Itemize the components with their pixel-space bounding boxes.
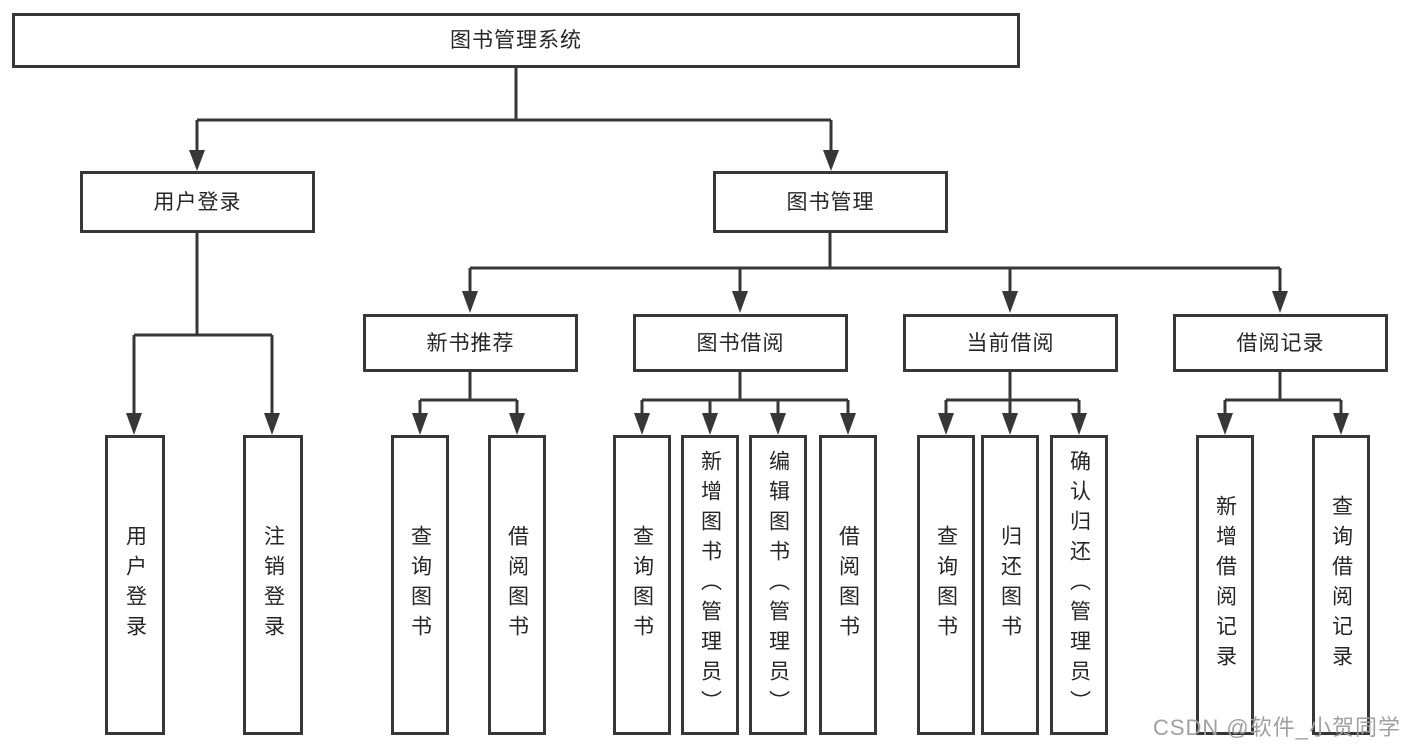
arrowhead [1071,413,1087,435]
arrowhead [1002,413,1018,435]
arrowhead [264,413,280,435]
arrowhead [1217,413,1233,435]
arrowhead [702,413,718,435]
arrowhead [732,291,748,313]
connector-root-to-level2 [189,68,839,171]
leaf-search-books-current: 查询图书 [917,435,975,735]
connector-book-borrowing-children [634,372,856,435]
watermark-text: CSDN @软件_小贺同学 [1152,715,1401,740]
connector-borrowing-records-children [1217,372,1349,435]
arrowhead [126,413,142,435]
arrowhead [823,150,839,171]
arrowhead [634,413,650,435]
leaf-search-books-recommend: 查询图书 [391,435,449,735]
arrowhead [462,291,478,313]
node-current-borrowing: 当前借阅 [903,314,1118,372]
leaf-search-borrow-record: 查询借阅记录 [1312,435,1370,735]
leaf-borrow-books-recommend: 借阅图书 [488,435,546,735]
arrowhead [770,413,786,435]
leaf-search-books-borrowing: 查询图书 [613,435,671,735]
node-new-book-recommendation: 新书推荐 [363,314,578,372]
leaf-add-book-admin: 新增图书（管理员） [681,435,739,735]
node-book-management: 图书管理 [713,171,948,233]
leaf-logout: 注销登录 [243,435,303,735]
leaf-add-borrow-record: 新增借阅记录 [1196,435,1254,735]
arrowhead [938,413,954,435]
arrowhead [509,413,525,435]
node-borrowing-records: 借阅记录 [1173,314,1388,372]
arrowhead [412,413,428,435]
leaf-confirm-return-admin: 确认归还（管理员） [1050,435,1108,735]
arrowhead [1272,291,1288,313]
arrowhead [840,413,856,435]
leaf-borrow-books-borrowing: 借阅图书 [819,435,877,735]
arrowhead [1333,413,1349,435]
node-user-login: 用户登录 [80,171,315,233]
connector-user-login-children [126,233,280,435]
arrowhead [189,150,205,171]
node-root: 图书管理系统 [12,13,1020,68]
leaf-return-book: 归还图书 [981,435,1039,735]
connector-current-borrowing-children [938,372,1087,435]
leaf-edit-book-admin: 编辑图书（管理员） [749,435,807,735]
leaf-user-login: 用户登录 [105,435,165,735]
connector-book-management-children [462,233,1288,313]
arrowhead [1002,291,1018,313]
connector-new-book-children [412,372,525,435]
node-book-borrowing: 图书借阅 [633,314,848,372]
